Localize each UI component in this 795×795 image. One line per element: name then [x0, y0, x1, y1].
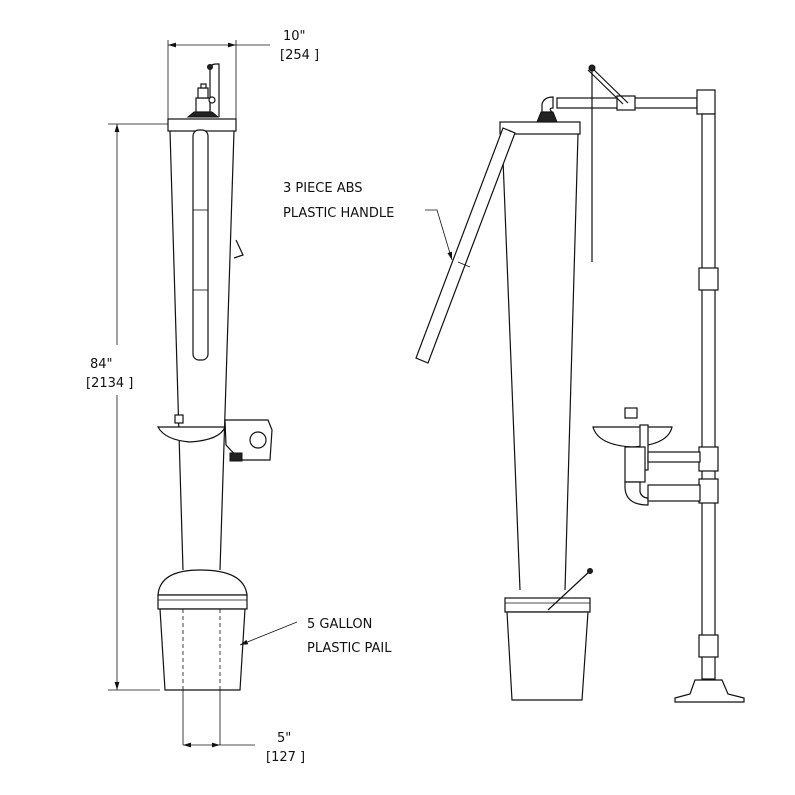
pail-label-line2: PLASTIC PAIL: [307, 641, 392, 656]
front-view: 10" [254 ] 84" [2134 ]: [86, 29, 392, 765]
base-mm: [127 ]: [266, 750, 305, 765]
side-view: 3 PIECE ABS PLASTIC HANDLE: [283, 64, 745, 703]
stand-body-side: [499, 121, 581, 591]
handle: [415, 127, 516, 364]
width-dimension: 10" [254 ]: [167, 29, 319, 120]
pail-side: [504, 568, 593, 701]
base-dimension: 5" [127 ]: [183, 731, 305, 765]
vertical-pipe: [674, 113, 745, 703]
stand-body: [167, 118, 244, 571]
pail-callout: 5 GALLON PLASTIC PAIL: [239, 617, 392, 656]
handle-label-line1: 3 PIECE ABS: [283, 181, 363, 196]
height-mm: [2134 ]: [86, 376, 133, 391]
base-inches: 5": [277, 731, 291, 746]
eyewash-bowl: [156, 414, 273, 462]
handle-callout: 3 PIECE ABS PLASTIC HANDLE: [283, 181, 453, 261]
width-mm: [254 ]: [280, 48, 319, 63]
eyewash-side: [592, 407, 701, 506]
width-inches: 10": [283, 29, 306, 44]
pail-label-line1: 5 GALLON: [307, 617, 372, 632]
handle-label-line2: PLASTIC HANDLE: [283, 206, 394, 221]
height-dimension: 84" [2134 ]: [86, 123, 168, 691]
height-inches: 84": [90, 357, 113, 372]
pail-front: [157, 569, 248, 745]
shower-head: [186, 63, 220, 118]
overhead-pipe: [536, 64, 716, 262]
